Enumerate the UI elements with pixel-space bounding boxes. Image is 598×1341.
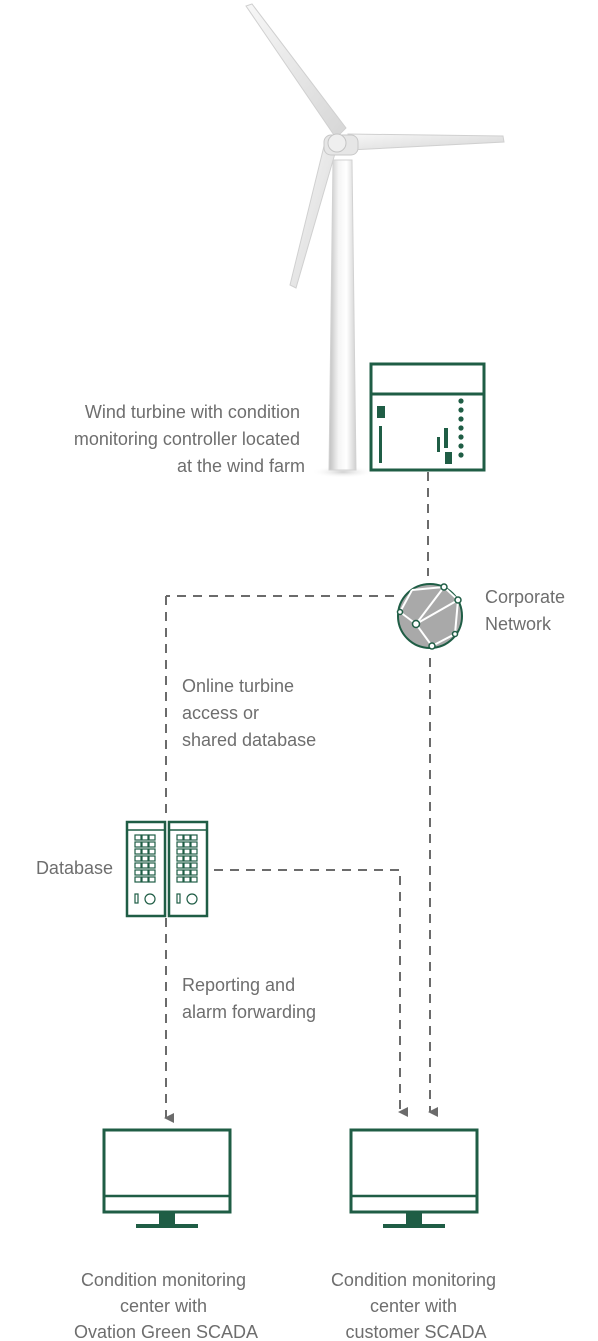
center-right-label-line: Condition monitoring xyxy=(331,1270,496,1290)
online-access-label-line: access or xyxy=(182,703,259,723)
reporting-label: Reporting and alarm forwarding xyxy=(182,975,316,1022)
controller-icon xyxy=(369,362,486,472)
connector-lines xyxy=(164,472,438,1123)
turbine-label-line: monitoring controller located xyxy=(74,429,300,449)
online-access-label: Online turbine access or shared database xyxy=(182,676,316,750)
monitor-icon xyxy=(349,1128,479,1228)
center-right-label-line: customer SCADA xyxy=(345,1322,486,1341)
network-label-line: Corporate xyxy=(485,587,565,607)
wind-turbine-icon xyxy=(245,3,505,478)
online-access-label-line: Online turbine xyxy=(182,676,294,696)
reporting-label-line: Reporting and xyxy=(182,975,295,995)
turbine-label-line: Wind turbine with condition xyxy=(85,402,300,422)
database-server-icon xyxy=(125,820,209,918)
center-right-label-line: center with xyxy=(370,1296,457,1316)
network-label-line: Network xyxy=(485,614,552,634)
monitor-icon xyxy=(102,1128,232,1228)
center-right-label: Condition monitoring center with custome… xyxy=(331,1270,501,1341)
turbine-label-line: at the wind farm xyxy=(177,456,305,476)
center-left-label-line: Ovation Green SCADA xyxy=(74,1322,258,1341)
database-server-unit xyxy=(125,820,167,918)
database-label: Database xyxy=(36,858,113,878)
center-left-label-line: Condition monitoring xyxy=(81,1270,246,1290)
turbine-label: Wind turbine with condition monitoring c… xyxy=(74,402,305,476)
center-left-label: Condition monitoring center with Ovation… xyxy=(74,1270,258,1341)
globe-network-icon xyxy=(396,583,463,650)
online-access-label-line: shared database xyxy=(182,730,316,750)
network-label: Corporate Network xyxy=(485,587,570,634)
database-server-unit xyxy=(167,820,209,918)
center-left-label-line: center with xyxy=(120,1296,207,1316)
reporting-label-line: alarm forwarding xyxy=(182,1002,316,1022)
